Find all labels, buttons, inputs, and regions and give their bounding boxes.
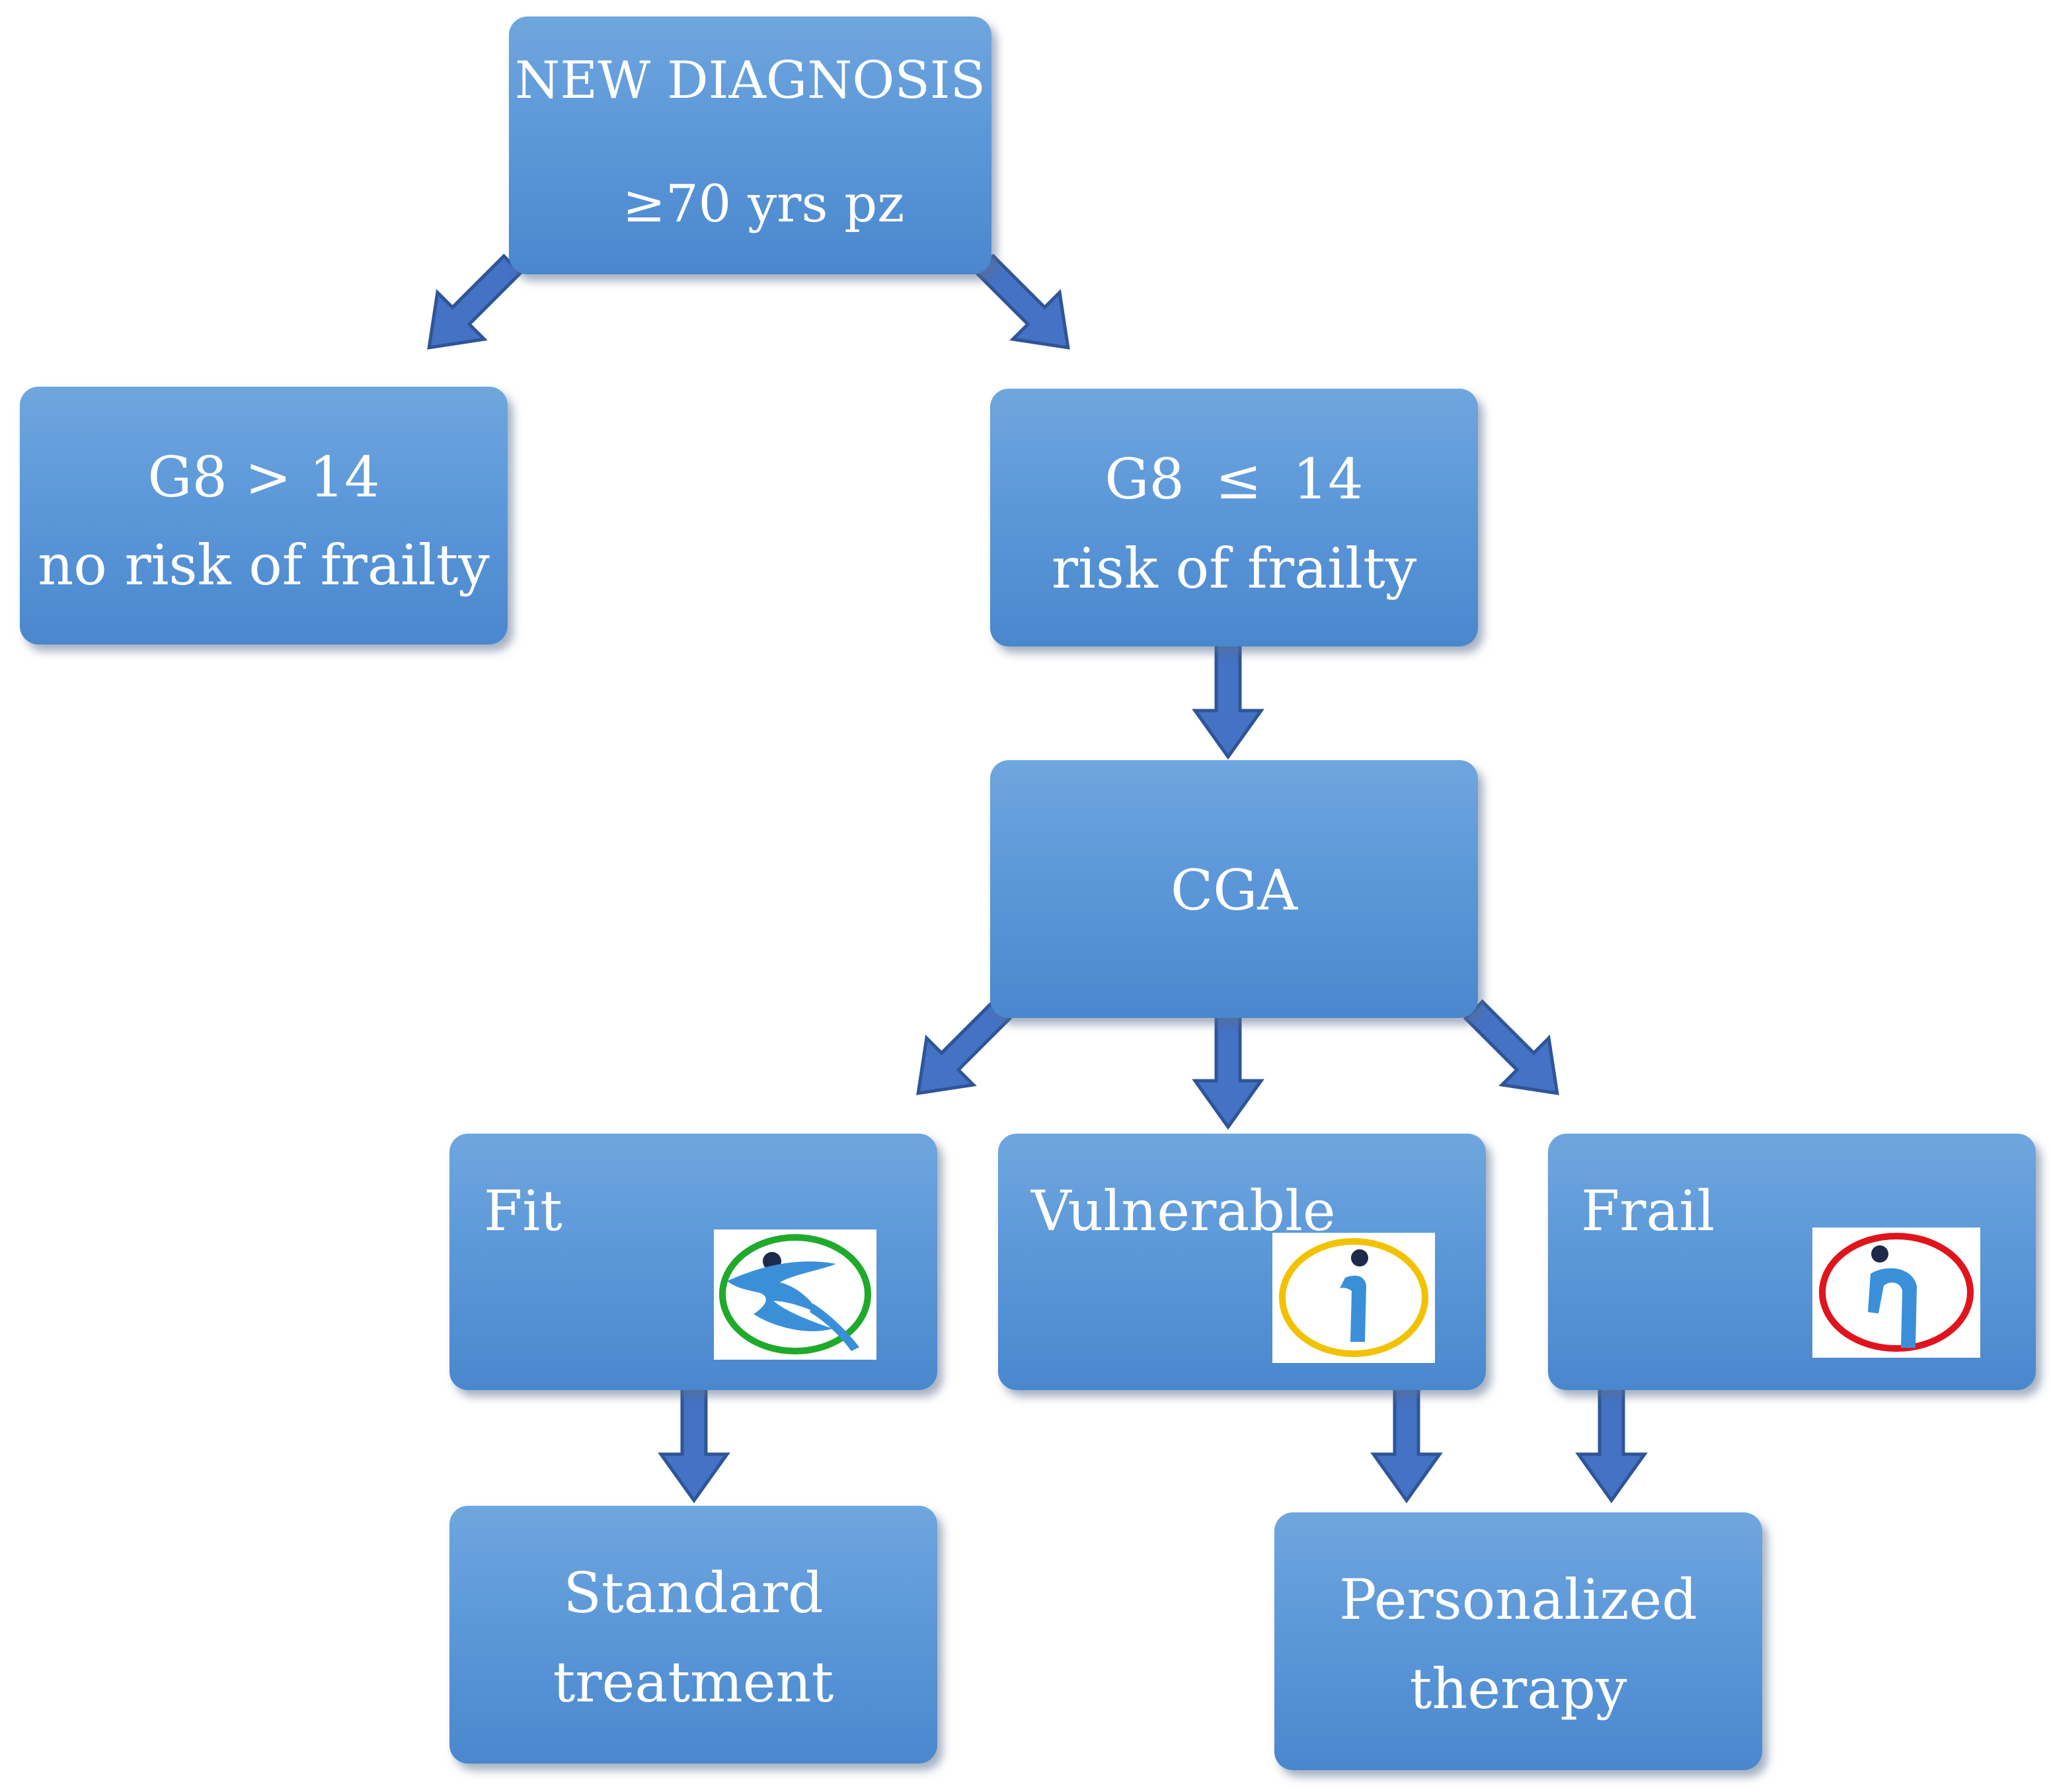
standard-line2: treatment [553,1650,834,1715]
arrow-to-risk [974,253,1070,350]
frail-person-icon [1812,1227,1980,1358]
node-risk: G8 ≤ 14 risk of frailty [990,389,1478,646]
node-standard-treatment: Standard treatment [449,1506,937,1764]
personalized-line2: therapy [1409,1656,1627,1721]
vulnerable-label: Vulnerable [1031,1179,1336,1243]
risk-label: risk of frailty [1051,536,1417,601]
no-risk-score: G8 > 14 [147,445,380,510]
risk-score: G8 ≤ 14 [1104,447,1364,512]
node-new-diagnosis: NEW DIAGNOSIS ≥70 yrs pz [509,17,991,274]
arrow-to-no-risk [427,253,523,350]
arrow-to-frail [1463,999,1559,1095]
new-diagnosis-title: NEW DIAGNOSIS [514,51,986,110]
new-diagnosis-subtitle: ≥70 yrs pz [622,175,905,234]
node-cga: CGA [990,760,1478,1018]
personalized-line1: Personalized [1339,1567,1697,1632]
standard-line1: Standard [563,1561,824,1625]
node-vulnerable: Vulnerable [998,1134,1486,1390]
node-personalized-therapy: Personalized therapy [1274,1512,1762,1770]
frail-label: Frail [1581,1179,1715,1243]
cga-label: CGA [1170,858,1298,923]
no-risk-label: no risk of frailty [38,533,490,598]
node-fit: Fit [449,1134,937,1390]
arrow-to-standard [658,1386,730,1504]
node-no-risk: G8 > 14 no risk of frailty [20,387,508,644]
arrow-vulnerable-to-personalized [1370,1386,1443,1504]
arrow-to-vulnerable [1192,1013,1264,1130]
arrow-to-fit [916,999,1013,1095]
arrow-to-cga [1192,643,1264,760]
vulnerable-person-icon [1272,1233,1435,1363]
fit-runner-icon [714,1229,876,1360]
node-frail: Frail [1548,1134,2036,1390]
arrow-frail-to-personalized [1575,1386,1648,1504]
fit-label: Fit [484,1179,562,1243]
